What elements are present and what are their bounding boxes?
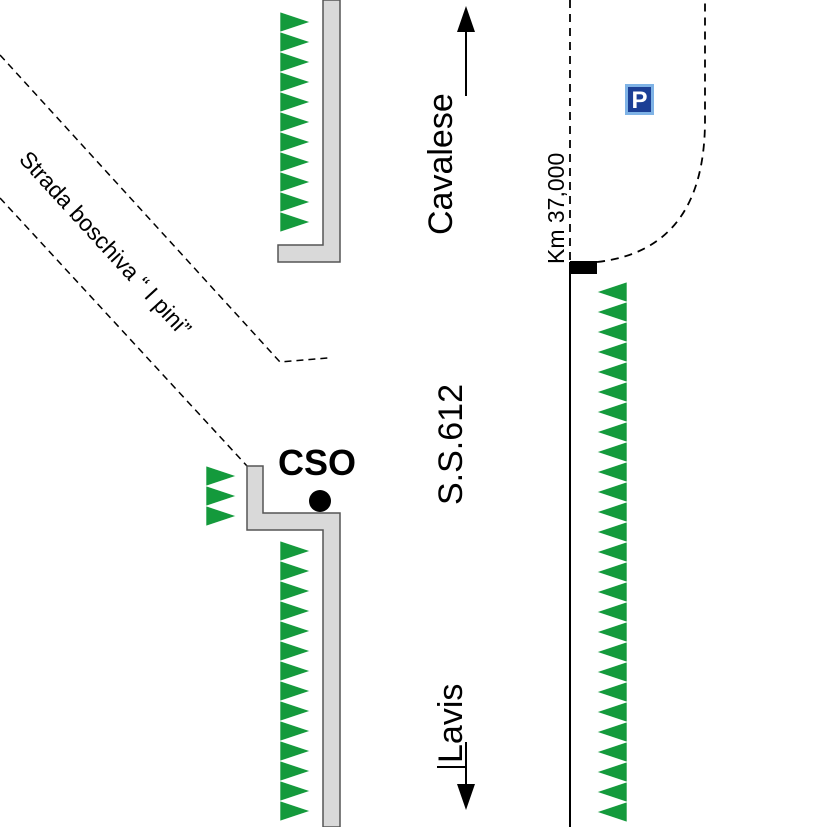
upper-guardrail-wall [277,0,341,263]
tree-icon [279,700,311,722]
tree-icon [596,521,628,543]
tree-icon [596,721,628,743]
tree-icon [279,51,311,73]
tree-icon [596,781,628,803]
kilometer-marker-label: Km 37,000 [543,153,569,264]
tree-icon [596,801,628,823]
tree-icon [596,701,628,723]
tree-icon [279,660,311,682]
tree-icon [596,361,628,383]
tree-icon [279,211,311,233]
tree-icon [596,501,628,523]
tree-icon [279,171,311,193]
tree-icon [279,71,311,93]
tree-row-lower-left [279,540,311,822]
tree-icon [279,620,311,642]
tree-icon [279,740,311,762]
tree-icon [279,680,311,702]
cso-station-icon [309,490,331,512]
tree-icon [279,151,311,173]
tree-icon [596,561,628,583]
tree-icon [279,11,311,33]
parking-area-boundary [569,0,706,263]
forest-road-upper-edge [0,54,329,363]
tree-icon [596,601,628,623]
tree-icon [596,381,628,403]
cso-label: CSO [278,442,356,483]
tree-icon [596,281,628,303]
tree-icon [279,780,311,802]
tree-icon [279,580,311,602]
tree-icon [596,621,628,643]
arrow-down-icon [437,742,475,810]
tree-icon [279,31,311,53]
tree-icon [279,720,311,742]
tree-icon [596,641,628,663]
tree-icon [279,91,311,113]
parking-label: P [631,87,647,114]
cavalese-label: Cavalese [422,93,460,235]
parking-icon: P [625,84,654,115]
km-post-icon [570,261,597,274]
forest-road [0,54,329,467]
lavis-label: Lavis [432,684,470,763]
tree-icon [279,540,311,562]
tree-icon [205,465,237,487]
tree-icon [596,761,628,783]
tree-icon [596,741,628,763]
arrow-up-icon [457,6,475,96]
tree-icon [205,505,237,527]
tree-icon [596,441,628,463]
tree-icon [279,111,311,133]
tree-icon [596,341,628,363]
tree-icon [596,301,628,323]
tree-icon [596,581,628,603]
tree-icon [596,681,628,703]
tree-icon [279,600,311,622]
tree-row-upper-left [279,11,311,233]
road-name-label: S.S.612 [432,384,470,505]
tree-icon [279,800,311,822]
parking-boundary-curve [596,0,706,263]
tree-row-right [596,281,628,823]
tree-icon [279,760,311,782]
tree-icon [279,560,311,582]
tree-icon [596,481,628,503]
tree-icon [596,321,628,343]
tree-icon [596,421,628,443]
tree-icon [279,640,311,662]
tree-icon [205,485,237,507]
tree-icon [596,541,628,563]
tree-icon [596,461,628,483]
tree-icon [596,401,628,423]
tree-row-lower-left-small [205,465,237,527]
tree-icon [279,131,311,153]
forest-road-lower-edge [0,197,248,467]
tree-icon [596,661,628,683]
tree-icon [279,191,311,213]
